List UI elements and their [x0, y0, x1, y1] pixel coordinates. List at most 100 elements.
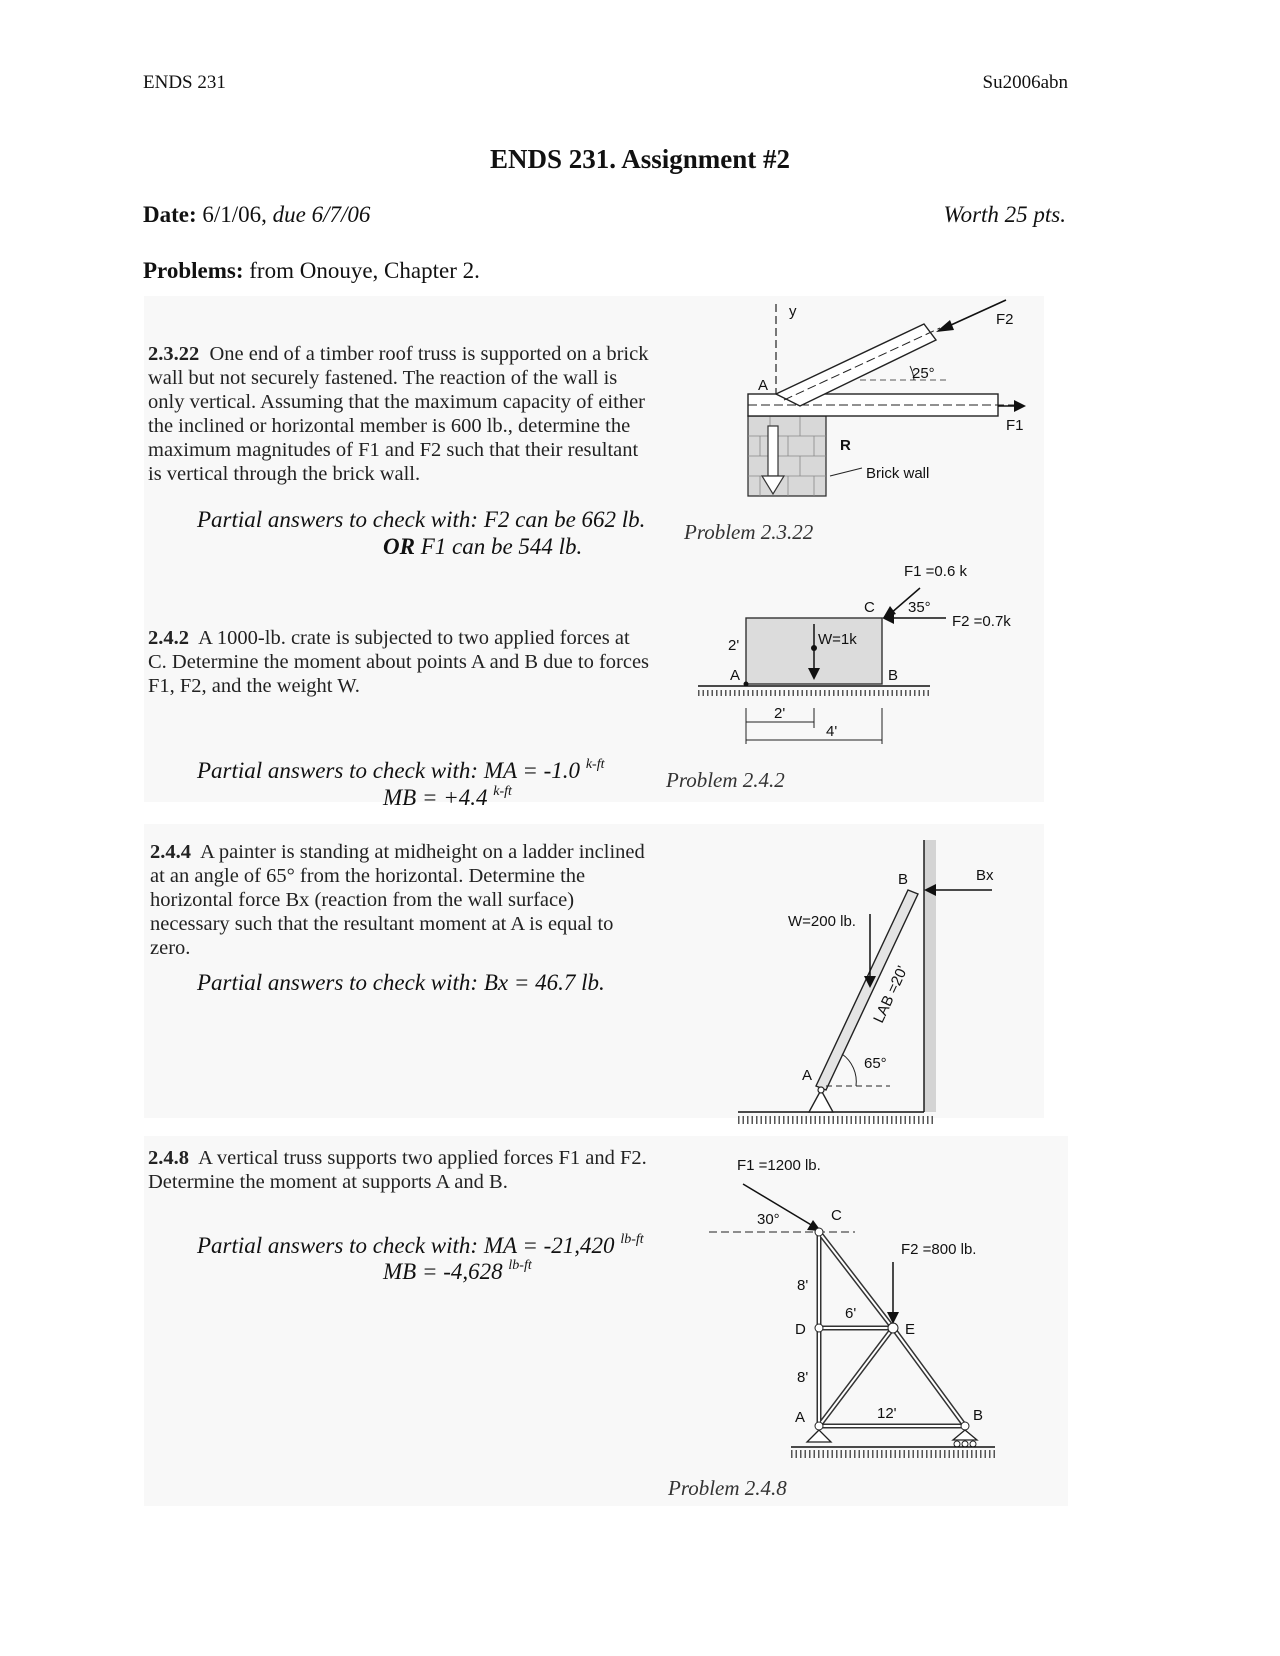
angle-35: 35°	[908, 599, 931, 616]
brick-pattern	[748, 416, 826, 496]
problem-number: 2.4.8	[148, 1147, 189, 1169]
joint-b	[960, 1421, 970, 1431]
label-f2-07k: F2 =0.7k	[952, 613, 1011, 630]
label-b: B	[898, 871, 908, 888]
label-f2: F2	[996, 311, 1014, 328]
weight-arrowhead	[808, 668, 820, 680]
label-w-200: W=200 lb.	[788, 913, 856, 930]
worth-points: Worth 25 pts.	[943, 202, 1066, 227]
label-bx: Bx	[976, 867, 994, 884]
figure-2-4-8: F1 =1200 lb. 30° C F2 =800 lb. 8' D 6' E…	[709, 1157, 995, 1458]
angle-30: 30°	[757, 1211, 780, 1228]
inclined-centerline	[783, 327, 941, 401]
label-f2-800: F2 =800 lb.	[901, 1241, 976, 1258]
pin-a	[817, 1086, 825, 1094]
label-e: E	[905, 1321, 915, 1338]
pin-support	[807, 1088, 835, 1113]
label-dim-8-lower: 8'	[797, 1369, 808, 1386]
due-date: due 6/7/06	[272, 202, 371, 227]
label-y: y	[789, 303, 797, 320]
answer-ma: MA = -21,420	[483, 1233, 615, 1258]
figure-2-3-22: y A 25° F2 F1 R Brick wall	[747, 299, 1026, 497]
date-value: 6/1/06,	[202, 202, 267, 227]
f2-arrowhead	[882, 612, 894, 624]
answer-2-4-4: Partial answers to check with: Bx = 46.7…	[197, 968, 605, 997]
answer-2-4-8: Partial answers to check with: MA = -21,…	[197, 1225, 644, 1260]
angle-65: 65°	[864, 1055, 887, 1072]
label-f1: F1	[1006, 417, 1024, 434]
roller-support-b	[951, 1429, 979, 1441]
joint-a	[814, 1421, 824, 1431]
problem-text: One end of a timber roof truss is suppor…	[148, 343, 649, 485]
label-dim-6: 6'	[845, 1305, 856, 1322]
problems-line: Problems: from Onouye, Chapter 2.	[143, 258, 480, 284]
answer-2-3-22-alt: OR F1 can be 544 lb.	[383, 532, 582, 561]
answer-ma-unit: k-ft	[585, 757, 605, 772]
f1-arrow	[742, 1183, 814, 1227]
angle-25: 25°	[912, 365, 935, 382]
label-d: D	[795, 1321, 806, 1338]
answer-prefix: Partial answers to check with:	[197, 507, 479, 532]
answer-f1: F1 can be 544 lb.	[420, 534, 583, 559]
problem-2-4-8-statement: 2.4.8 A vertical truss supports two appl…	[148, 1146, 650, 1194]
label-a: A	[802, 1067, 812, 1084]
center-of-gravity	[811, 645, 817, 651]
problems-source: from Onouye, Chapter 2.	[249, 258, 480, 283]
answer-bx: Bx = 46.7 lb.	[483, 970, 605, 995]
answer-2-3-22: Partial answers to check with: F2 can be…	[197, 505, 645, 534]
bx-arrowhead	[924, 884, 936, 896]
problem-number: 2.3.22	[148, 343, 200, 365]
label-brick-wall: Brick wall	[866, 465, 929, 482]
label-w-1k: W=1k	[818, 631, 857, 648]
wall	[924, 840, 936, 1112]
label-f1-1200: F1 =1200 lb.	[737, 1157, 821, 1174]
label-c: C	[831, 1207, 842, 1224]
angle-arc	[841, 1053, 857, 1087]
reaction-arrow-shaft	[767, 425, 779, 477]
page-title: ENDS 231. Assignment #2	[489, 144, 791, 174]
answer-mb-unit: lb-ft	[508, 1258, 532, 1273]
reaction-arrowhead	[760, 475, 786, 496]
problem-number: 2.4.2	[148, 627, 189, 649]
label-c: C	[864, 599, 875, 616]
problem-panel-2-4-2	[144, 562, 1044, 802]
f2-arrowhead	[887, 1312, 899, 1324]
joint-c	[814, 1227, 824, 1237]
answer-prefix: Partial answers to check with:	[197, 758, 479, 783]
date-line: Date: 6/1/06, due 6/7/06	[143, 202, 370, 228]
label-dim-4: 4'	[826, 723, 837, 740]
answer-or: OR	[383, 534, 415, 559]
answer-ma: MA = -1.0	[483, 758, 581, 783]
answer-f2: F2 can be 662 lb.	[483, 507, 646, 532]
figure-label-2-4-2: Problem 2.4.2	[666, 768, 785, 792]
weight-arrowhead	[864, 976, 876, 988]
joint-e	[887, 1322, 899, 1334]
roller-2	[961, 1440, 969, 1448]
f1-arrowhead	[1014, 400, 1026, 412]
date-label: Date:	[143, 202, 197, 227]
answer-mb: MB = +4.4	[383, 785, 488, 810]
roller-1	[953, 1440, 961, 1448]
answer-2-4-2: Partial answers to check with: MA = -1.0…	[197, 750, 604, 785]
problem-text: A vertical truss supports two applied fo…	[148, 1147, 647, 1193]
inclined-member	[774, 323, 938, 407]
joint-d	[814, 1323, 824, 1333]
figure-2-4-4: B Bx W=200 lb. LAB =20' 65° A	[738, 840, 994, 1124]
problem-panel-2-4-4	[144, 824, 1044, 1118]
figure-label-2-3-22: Problem 2.3.22	[684, 520, 814, 544]
problem-2-3-22-statement: 2.3.22 One end of a timber roof truss is…	[148, 342, 650, 486]
problem-2-4-4-statement: 2.4.4 A painter is standing at midheight…	[150, 840, 650, 960]
label-dim-2: 2'	[774, 705, 785, 722]
roller-3	[969, 1440, 977, 1448]
figure-label-2-4-8: Problem 2.4.8	[668, 1476, 787, 1500]
f1-arrow	[889, 587, 921, 615]
label-a: A	[758, 377, 768, 394]
answer-mb-unit: k-ft	[493, 784, 512, 799]
answer-prefix: Partial answers to check with:	[197, 970, 479, 995]
problem-panel-2-4-8	[144, 1136, 1068, 1506]
answer-mb: MB = -4,628	[383, 1259, 503, 1284]
label-r: R	[840, 437, 851, 454]
pin-support-a	[805, 1429, 833, 1443]
label-b: B	[973, 1407, 983, 1424]
answer-2-4-8-mb: MB = -4,628 lb-ft	[383, 1251, 532, 1286]
